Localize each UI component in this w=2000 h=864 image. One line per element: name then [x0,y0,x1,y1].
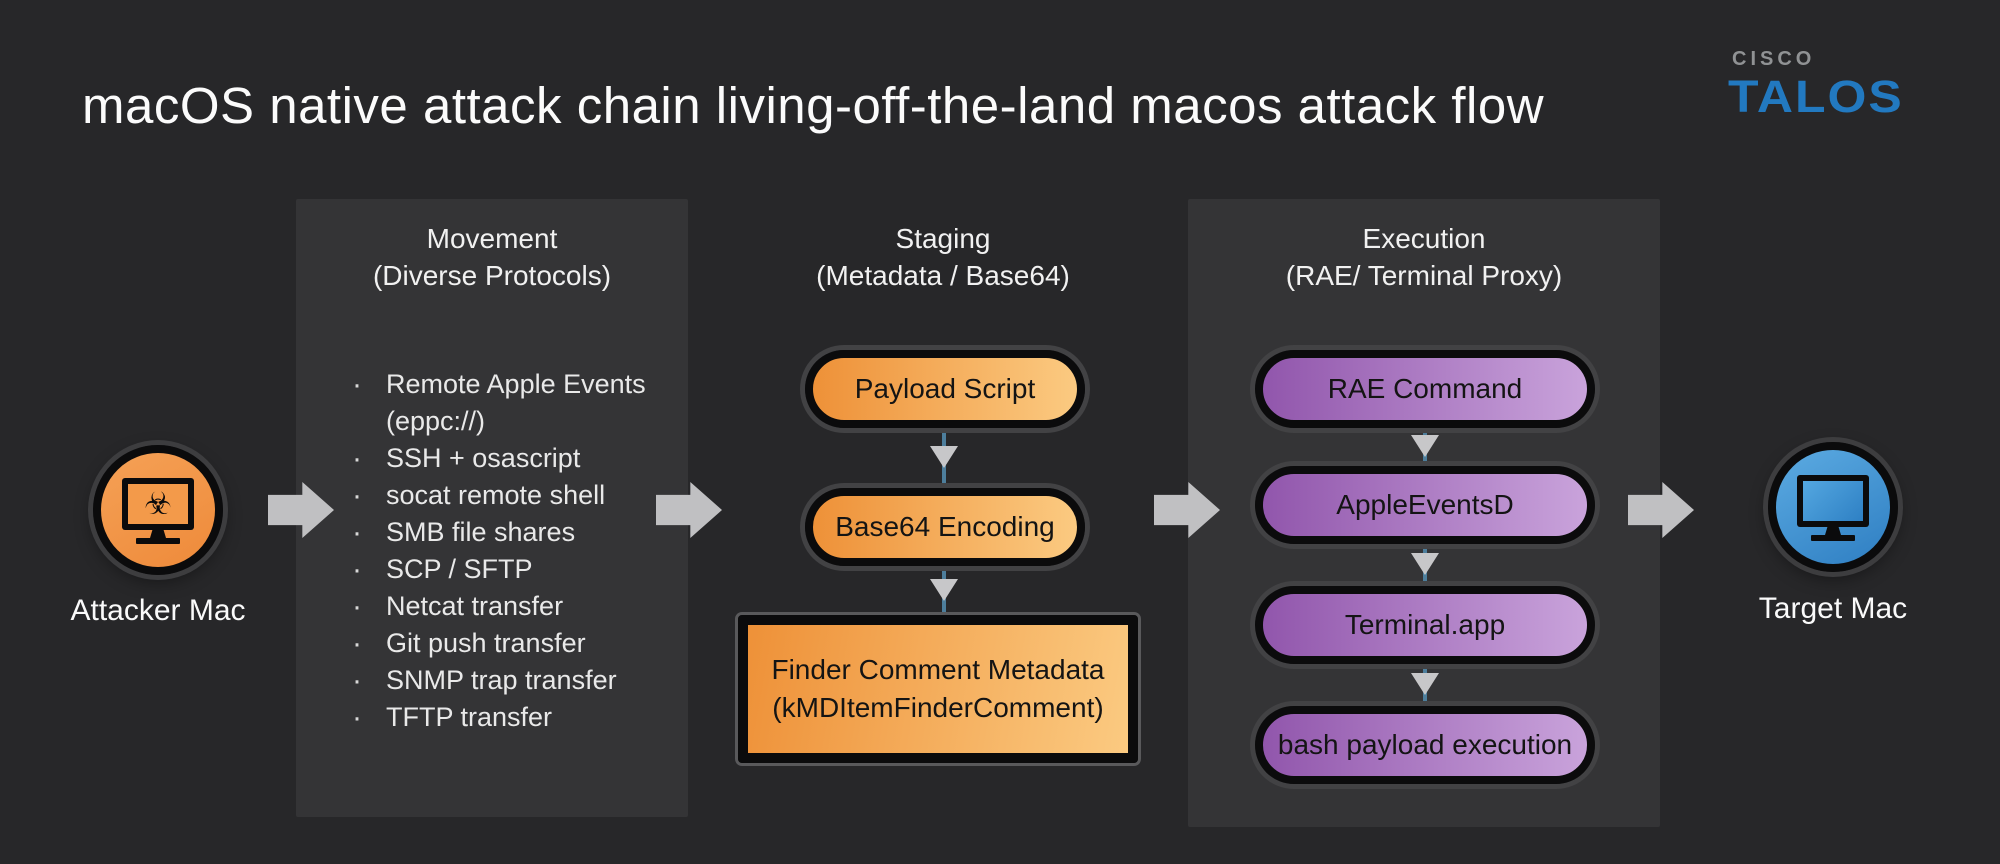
target-mac-label: Target Mac [1758,592,1908,625]
biohazard-icon: ☣ [144,485,172,522]
appleeventsd-step: AppleEventsD [1255,466,1595,544]
rae-command-step: RAE Command [1255,350,1595,428]
down-triangle-icon [930,579,958,601]
down-arrow-connector [1411,540,1439,588]
payload-script-step: Payload Script [805,350,1085,428]
down-arrow-connector [930,562,958,618]
bash-payload-execution-step: bash payload execution [1255,706,1595,784]
down-triangle-icon [1411,435,1439,457]
attacker-mac-label: Attacker Mac [70,594,246,627]
list-item: SSH + osascript [352,440,646,477]
list-item: Netcat transfer [352,588,646,625]
list-item: SCP / SFTP [352,551,646,588]
movement-header-line1: Movement [426,223,558,254]
execution-header: Execution (RAE/ Terminal Proxy) [1188,220,1660,294]
down-triangle-icon [930,446,958,468]
cisco-wordmark: CISCO [1732,48,1816,70]
attacker-mac-icon: ☣ [93,445,223,575]
metadata-box-line2: (kMDItemFinderComment) [772,692,1104,723]
monitor-icon [1797,475,1869,541]
page-title: macOS native attack chain living-off-the… [82,77,1545,134]
list-item: SNMP trap transfer [352,662,646,699]
monitor-icon: ☣ [122,478,194,544]
cisco-talos-logo: CISCO TALOS [1728,48,1968,124]
down-arrow-connector [1411,424,1439,468]
list-item: TFTP transfer [352,699,646,736]
finder-comment-metadata-box: Finder Comment Metadata (kMDItemFinderCo… [738,615,1138,763]
list-item: socat remote shell [352,477,646,514]
list-item: Remote Apple Events [352,366,646,403]
protocol-list: Remote Apple Events (eppc://) SSH + osas… [352,366,646,736]
target-mac-icon [1768,442,1898,572]
movement-header-line2: (Diverse Protocols) [372,260,612,291]
base64-encoding-step: Base64 Encoding [805,488,1085,566]
monitor-screen: ☣ [128,484,188,524]
down-arrow-connector [930,424,958,490]
monitor-screen [1803,481,1863,521]
list-item: SMB file shares [352,514,646,551]
terminal-app-step: Terminal.app [1255,586,1595,664]
list-item: Git push transfer [352,625,646,662]
staging-header-line2: (Metadata / Base64) [816,260,1070,291]
execution-header-line1: Execution [1362,223,1486,254]
list-item-continuation: (eppc://) [386,406,486,436]
down-triangle-icon [1411,673,1439,695]
staging-header-line1: Staging [895,223,991,254]
staging-header: Staging (Metadata / Base64) [762,220,1124,294]
metadata-box-line1: Finder Comment Metadata [771,654,1105,685]
down-triangle-icon [1411,553,1439,575]
down-arrow-connector [1411,660,1439,708]
movement-header: Movement (Diverse Protocols) [296,220,688,294]
talos-wordmark: TALOS [1728,71,1904,122]
execution-header-line2: (RAE/ Terminal Proxy) [1285,260,1563,291]
